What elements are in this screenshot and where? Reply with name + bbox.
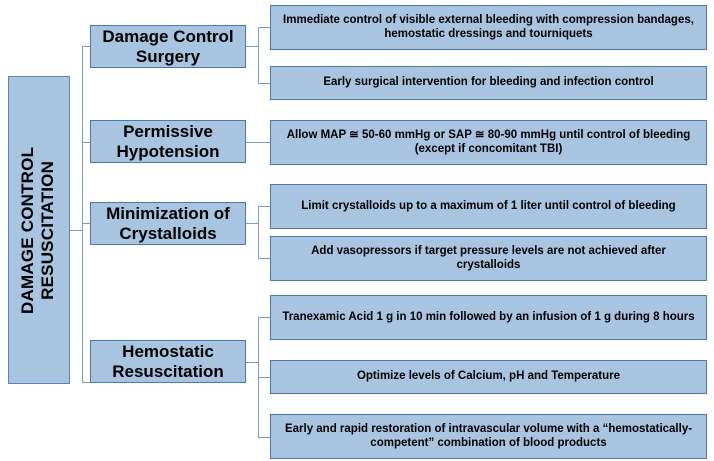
- category-3-label-line1: Minimization of: [106, 203, 230, 223]
- leaf-ph-1-text: Allow MAP ≅ 50-60 mmHg or SAP ≅ 80-90 mm…: [286, 129, 691, 155]
- connector-cat4-item2: [258, 377, 270, 378]
- category-3-label-line2: Crystalloids: [119, 223, 217, 243]
- category-2-label-line1: Permissive: [123, 121, 213, 141]
- leaf-hr-3-text: Early and rapid restoration of intravasc…: [284, 423, 693, 449]
- connector-to-category-1: [82, 46, 90, 47]
- category-node-permissive-hypotension: Permissive Hypotension: [90, 120, 246, 163]
- leaf-node-dcs-2: Early surgical intervention for bleeding…: [270, 66, 707, 100]
- leaf-node-dcs-1: Immediate control of visible external bl…: [270, 5, 707, 50]
- leaf-node-hr-3: Early and rapid restoration of intravasc…: [270, 414, 707, 459]
- category-1-label-line2: Surgery: [135, 46, 201, 66]
- root-node: DAMAGE CONTROL RESUSCITATION: [8, 76, 70, 384]
- connector-cat3-item1: [258, 206, 270, 207]
- category-node-hemostatic-resuscitation: Hemostatic Resuscitation: [90, 340, 246, 383]
- connector-to-category-2: [82, 142, 90, 143]
- connector-cat2-stub: [246, 142, 270, 143]
- connector-cat3-spine: [258, 206, 259, 258]
- leaf-node-moc-1: Limit crystalloids up to a maximum of 1 …: [270, 184, 707, 229]
- leaf-dcs-2-text: Early surgical intervention for bleeding…: [323, 76, 654, 89]
- connector-cat1-item1: [258, 27, 270, 28]
- leaf-hr-1-text: Tranexamic Acid 1 g in 10 min followed b…: [282, 310, 695, 323]
- connector-cat3-item2: [258, 258, 270, 259]
- leaf-node-ph-1: Allow MAP ≅ 50-60 mmHg or SAP ≅ 80-90 mm…: [270, 120, 707, 165]
- connector-cat3-stub: [246, 223, 258, 224]
- root-node-label: DAMAGE CONTROL RESUSCITATION: [19, 146, 60, 313]
- connector-root-stub: [70, 230, 82, 231]
- root-label-line2: RESUSCITATION: [39, 160, 58, 300]
- category-1-label-line1: Damage Control: [102, 26, 234, 46]
- connector-cat1-spine: [258, 27, 259, 83]
- leaf-moc-1-text: Limit crystalloids up to a maximum of 1 …: [301, 199, 676, 212]
- leaf-moc-2-text: Add vasopressors if target pressure leve…: [311, 245, 666, 271]
- leaf-hr-2-text: Optimize levels of Calcium, pH and Tempe…: [356, 370, 621, 383]
- category-node-minimization-of-crystalloids: Minimization of Crystalloids: [90, 202, 246, 245]
- category-4-label-line1: Hemostatic: [122, 341, 214, 361]
- leaf-node-hr-2: Optimize levels of Calcium, pH and Tempe…: [270, 360, 707, 394]
- connector-to-category-3: [82, 223, 90, 224]
- connector-to-category-4: [82, 382, 90, 383]
- connector-cat4-item1: [258, 317, 270, 318]
- leaf-dcs-1-text: Immediate control of visible external bl…: [283, 14, 694, 40]
- leaf-node-moc-2: Add vasopressors if target pressure leve…: [270, 236, 707, 281]
- connector-cat4-item3: [258, 437, 270, 438]
- root-label-line1: DAMAGE CONTROL: [18, 146, 38, 314]
- connector-cat1-item2: [258, 83, 270, 84]
- leaf-node-hr-1: Tranexamic Acid 1 g in 10 min followed b…: [270, 295, 707, 340]
- category-node-damage-control-surgery: Damage Control Surgery: [90, 25, 246, 68]
- connector-cat4-stub: [246, 362, 258, 363]
- category-2-label-line2: Hypotension: [116, 141, 220, 161]
- connector-root-spine: [82, 46, 83, 382]
- category-4-label-line2: Resuscitation: [112, 361, 224, 381]
- connector-cat1-stub: [246, 46, 258, 47]
